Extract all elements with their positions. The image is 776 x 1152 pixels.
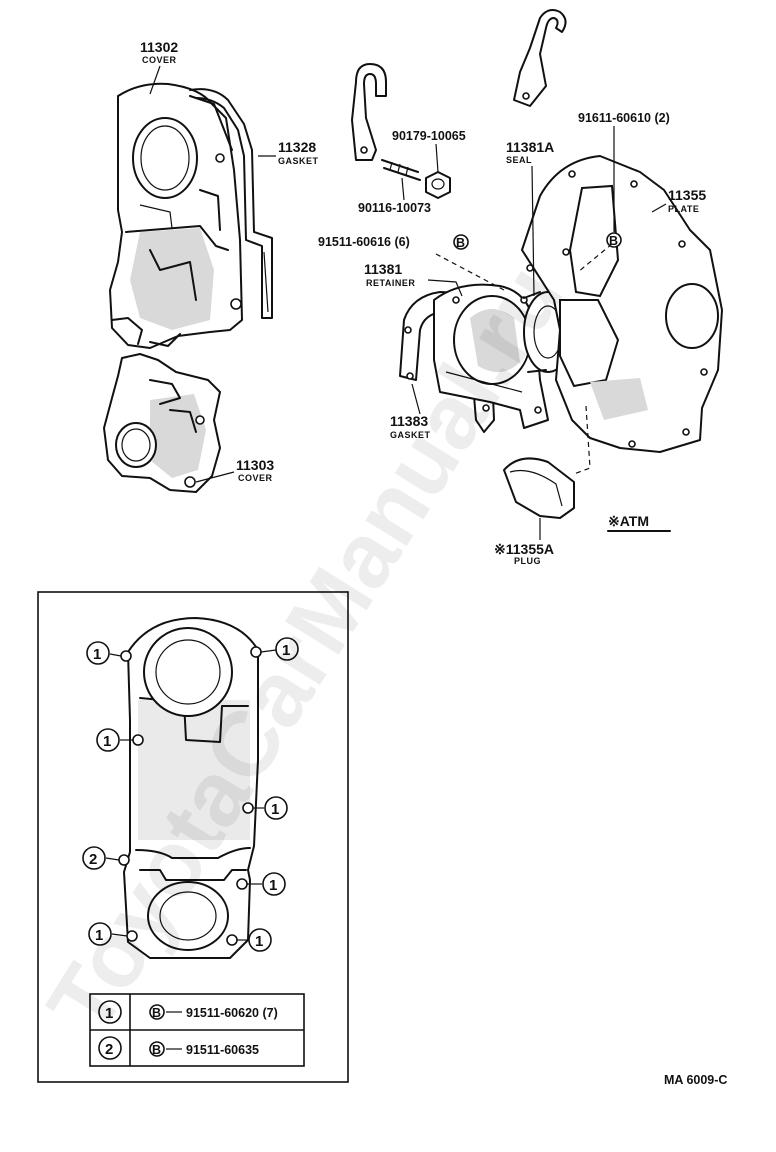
bolt-legend-table: 1 B 91511-60620 (7) 2 B 91511-60635 [89, 993, 305, 1067]
svg-text:2: 2 [105, 1041, 113, 1058]
callout-1: 1 [275, 637, 299, 661]
callout-1: 1 [86, 641, 110, 665]
svg-text:11383: 11383 [390, 413, 428, 429]
label-11355a: ※11355A PLUG [494, 518, 554, 566]
svg-text:1: 1 [105, 1005, 113, 1022]
end-plate [521, 155, 723, 453]
diagram-code: MA 6009-C [664, 1073, 727, 1087]
svg-text:1: 1 [271, 801, 279, 818]
svg-text:B: B [152, 1043, 161, 1057]
label-atm: ※ATM [607, 513, 671, 532]
svg-text:91611-60610 (2): 91611-60610 (2) [578, 111, 670, 125]
label-90179: 90179-10065 [392, 129, 466, 173]
label-90116: 90116-10073 [358, 177, 431, 215]
upper-timing-cover [109, 82, 243, 349]
label-11355: 11355 PLATE [651, 187, 706, 214]
svg-text:1: 1 [282, 642, 290, 659]
plug-guide-line [573, 405, 591, 475]
svg-text:※ATM: ※ATM [608, 513, 649, 529]
svg-text:B: B [152, 1006, 161, 1020]
callout-1: 1 [88, 922, 112, 946]
label-91511-60616: 91511-60616 (6) B [318, 234, 469, 250]
label-11381: 11381 RETAINER [364, 261, 463, 297]
label-11383: 11383 GASKET [390, 383, 431, 440]
svg-text:B: B [456, 236, 465, 250]
end-plate-plug [503, 457, 575, 519]
callout-1: 1 [262, 872, 286, 896]
svg-text:COVER: COVER [142, 55, 177, 65]
lower-timing-cover [103, 353, 221, 493]
svg-text:1: 1 [269, 877, 277, 894]
watermark: ToyotaCarManual.ru [28, 248, 582, 1051]
svg-text:91511-60620 (7): 91511-60620 (7) [186, 1006, 278, 1020]
engine-hanger-left [351, 63, 387, 161]
cover-gasket [189, 88, 273, 319]
svg-text:GASKET: GASKET [278, 156, 319, 166]
svg-text:90179-10065: 90179-10065 [392, 129, 466, 143]
legend-row: 2 B 91511-60635 [98, 1036, 259, 1060]
svg-text:91511-60635: 91511-60635 [186, 1043, 259, 1057]
badge-b [606, 232, 622, 248]
svg-text:※11355A: ※11355A [494, 541, 554, 557]
svg-text:11328: 11328 [278, 139, 316, 155]
label-11381a: 11381A SEAL [506, 139, 554, 297]
badge-b [453, 234, 469, 250]
badge-b [149, 1004, 165, 1020]
callout-1: 1 [96, 728, 120, 752]
svg-text:91511-60616 (6): 91511-60616 (6) [318, 235, 410, 249]
svg-text:11303: 11303 [236, 457, 274, 473]
svg-text:11302: 11302 [140, 39, 178, 55]
svg-text:1: 1 [93, 646, 101, 663]
label-11328: 11328 GASKET [258, 139, 319, 166]
svg-text:2: 2 [89, 851, 97, 868]
inset-box: 1 1 1 1 2 1 1 1 [37, 591, 349, 1083]
svg-text:RETAINER: RETAINER [366, 278, 415, 288]
svg-text:11381A: 11381A [506, 139, 554, 155]
svg-text:90116-10073: 90116-10073 [358, 201, 431, 215]
svg-text:GASKET: GASKET [390, 430, 431, 440]
svg-text:PLUG: PLUG [514, 556, 541, 566]
svg-text:B: B [609, 234, 618, 248]
callout-1: 1 [248, 928, 272, 952]
svg-text:1: 1 [95, 927, 103, 944]
bolt-guide-line [435, 253, 505, 291]
badge-b [149, 1041, 165, 1057]
oil-seal-retainer [433, 283, 549, 429]
engine-hanger-right [513, 9, 567, 107]
stud-bolt [381, 159, 421, 181]
svg-text:SEAL: SEAL [506, 155, 532, 165]
svg-text:1: 1 [255, 933, 263, 950]
svg-text:COVER: COVER [238, 473, 273, 483]
nut [425, 171, 451, 199]
svg-text:1: 1 [103, 733, 111, 750]
svg-text:11381: 11381 [364, 261, 402, 277]
callout-1: 1 [264, 796, 288, 820]
label-11302: 11302 COVER [140, 39, 178, 95]
label-91611: 91611-60610 (2) B [578, 111, 670, 248]
svg-text:11355: 11355 [668, 187, 706, 203]
svg-text:PLATE: PLATE [668, 204, 699, 214]
hanger-bolt-guide-line [577, 243, 613, 273]
legend-row: 1 B 91511-60620 (7) [98, 1000, 278, 1024]
label-11303: 11303 COVER [195, 457, 274, 483]
callout-2: 2 [82, 846, 106, 870]
